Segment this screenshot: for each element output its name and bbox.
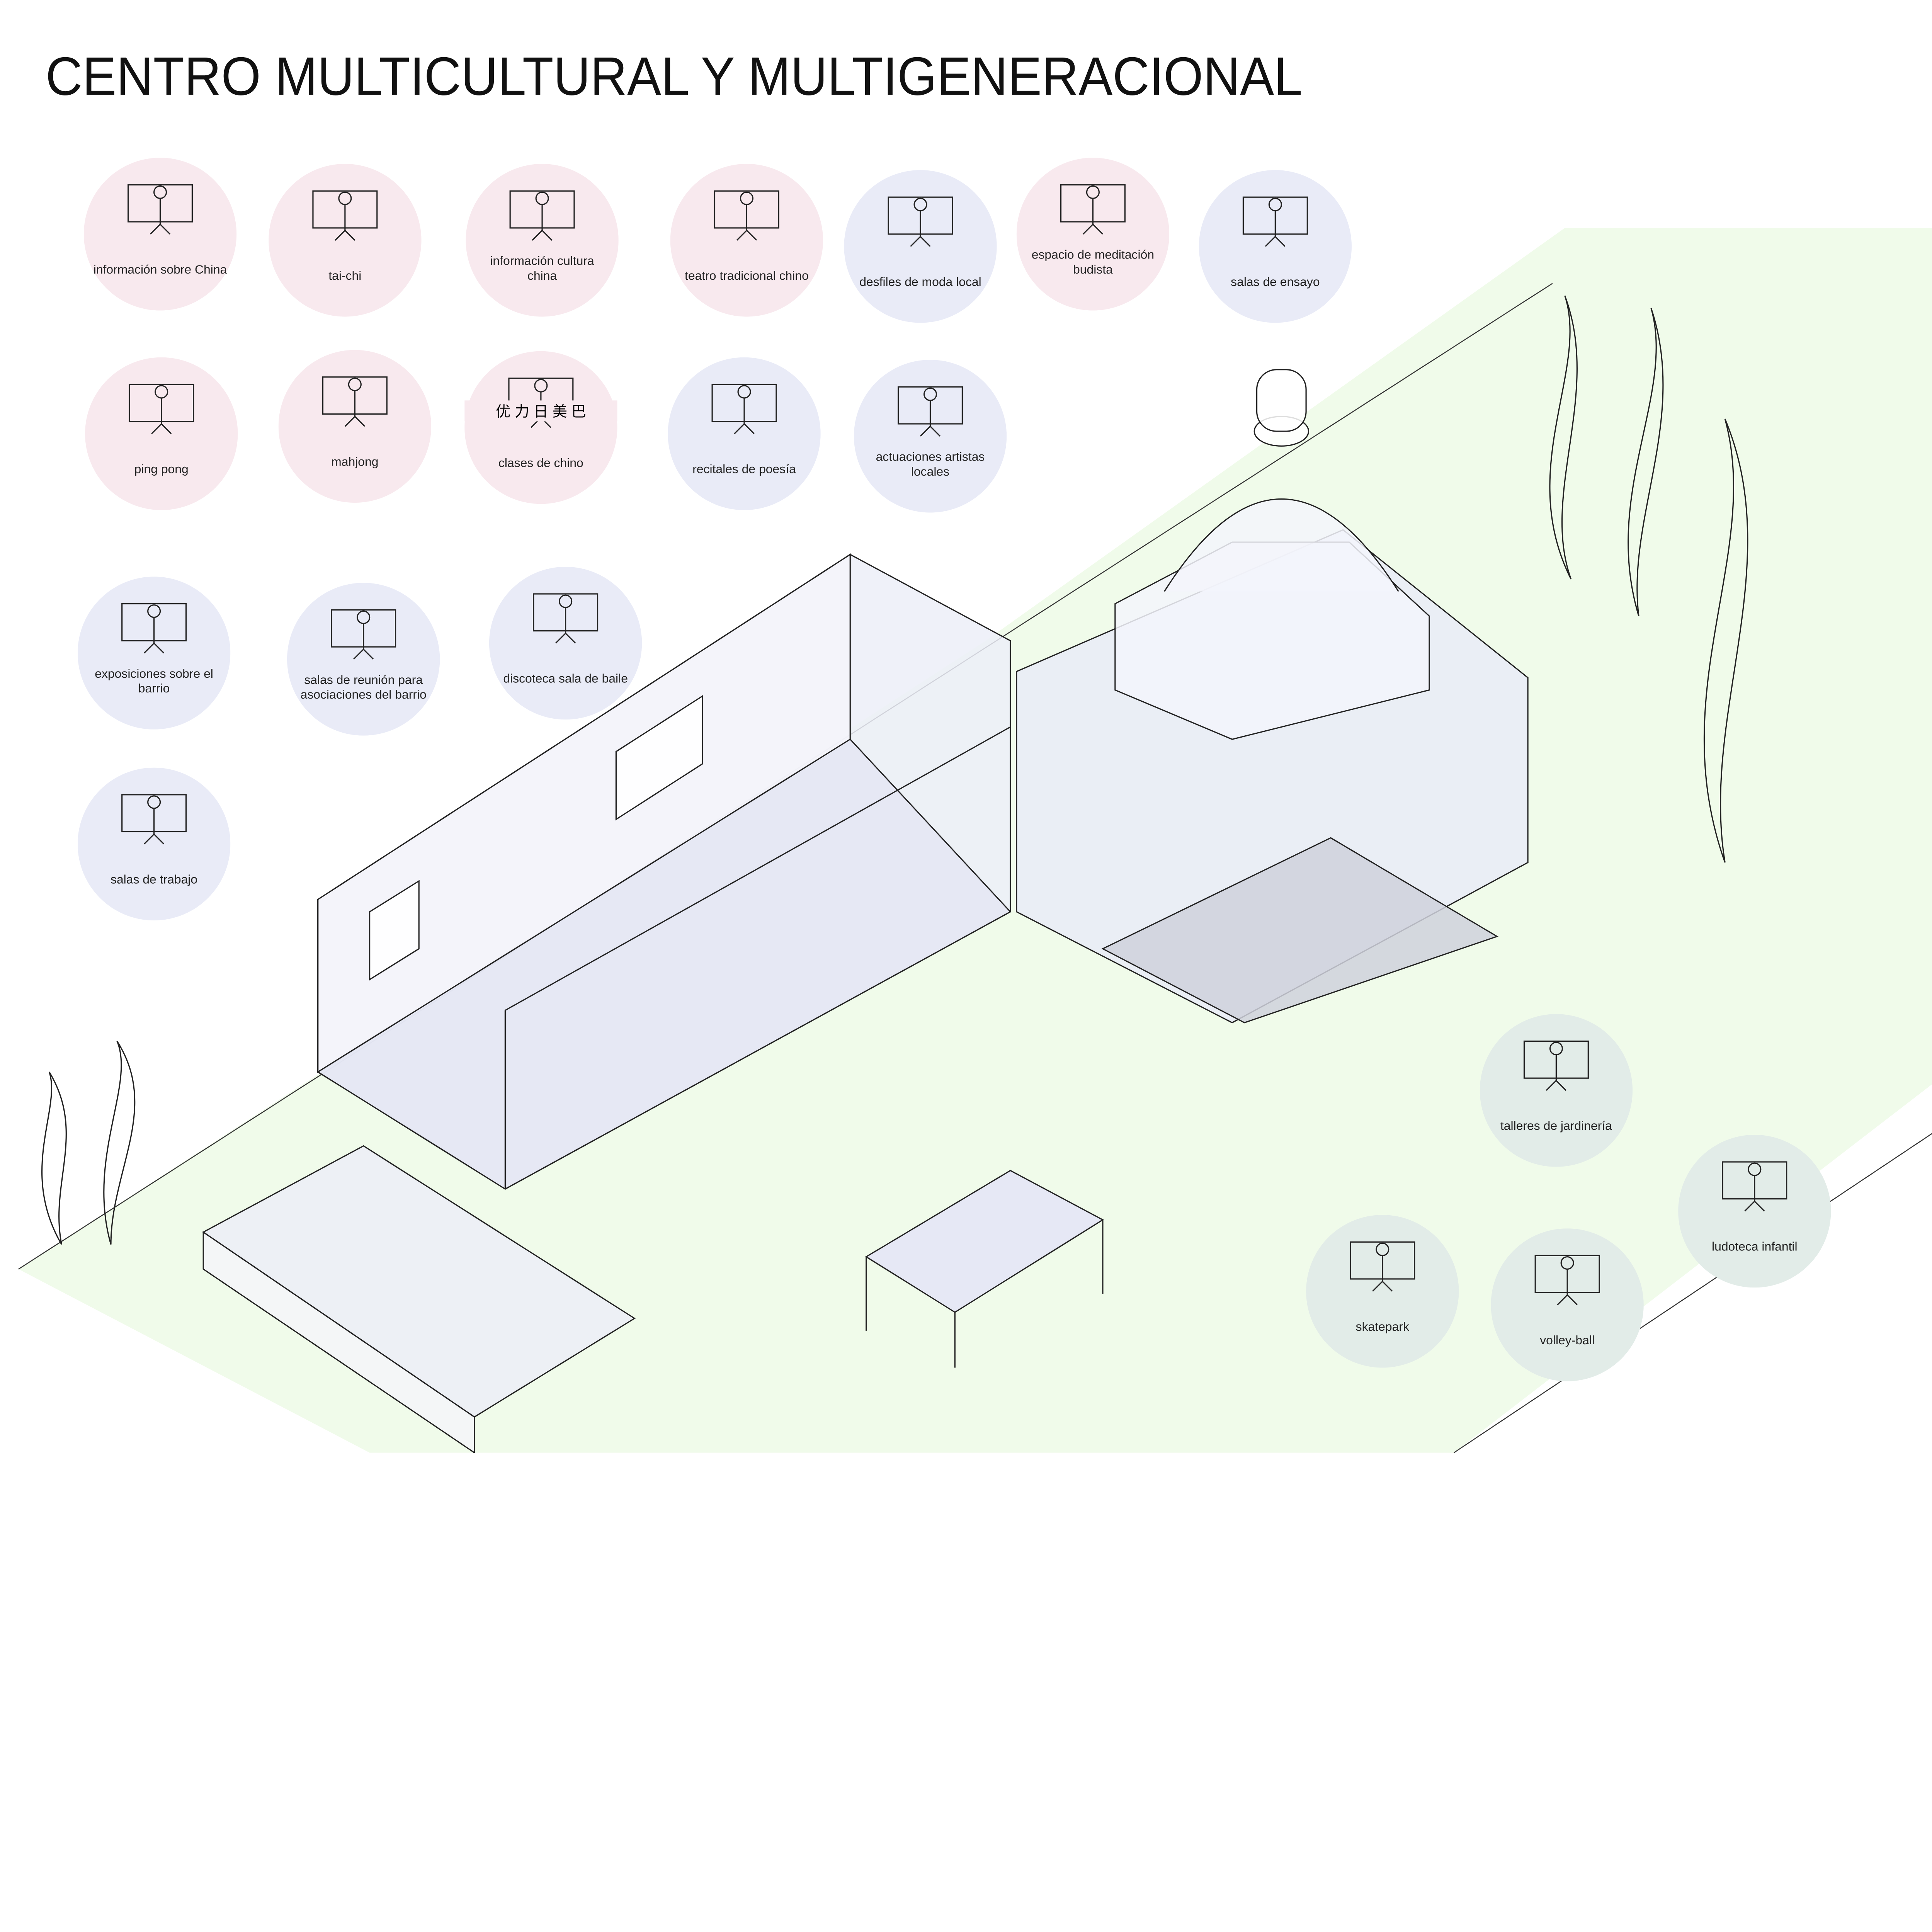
activity-label: discoteca sala de baile <box>503 673 628 687</box>
musicians-icon <box>1242 196 1308 247</box>
activity-label: información cultura china <box>490 255 594 284</box>
activity-label: volley-ball <box>1540 1334 1595 1348</box>
activity-label: actuaciones artistas locales <box>876 451 985 480</box>
activity-bubble: teatro tradicional chino <box>670 164 823 317</box>
activity-bubble: 优 力 日 美 巴 clases de chino <box>464 351 617 504</box>
activity-bubble: espacio de meditación budista <box>1016 158 1170 311</box>
activity-bubble: actuaciones artistas locales <box>854 360 1007 513</box>
activity-label: espacio de meditación budista <box>1031 249 1155 277</box>
activity-bubble: tai-chi <box>269 164 422 317</box>
page-title: CENTRO MULTICULTURAL Y MULTIGENERACIONAL <box>46 46 1303 107</box>
activity-label: recitales de poesía <box>692 463 796 477</box>
activity-bubble: mahjong <box>278 350 432 503</box>
long-hall-building <box>316 553 1012 1190</box>
info-kiosk-icon <box>509 190 575 241</box>
tai-chi-figures-icon <box>312 190 378 241</box>
activity-bubble: skatepark <box>1306 1215 1459 1368</box>
activity-bubble: información sobre China <box>83 158 237 311</box>
opera-masks-icon <box>714 190 779 241</box>
activity-label: desfiles de moda local <box>859 276 981 290</box>
chinese-characters-text: 优 力 日 美 巴 <box>464 400 617 422</box>
activity-bubble: desfiles de moda local <box>844 170 997 323</box>
guitarist-icon <box>898 386 963 437</box>
china-map-icon <box>128 184 193 235</box>
activity-label: salas de reunión para asociaciones del b… <box>300 674 427 702</box>
activity-label: mahjong <box>331 456 379 469</box>
work-table-icon <box>121 794 187 845</box>
trees <box>41 295 1748 1245</box>
activity-label: salas de trabajo <box>110 873 198 887</box>
child-reading-icon <box>1722 1161 1787 1212</box>
activity-label: teatro tradicional chino <box>684 270 809 284</box>
activity-bubble: información cultura china <box>466 164 619 317</box>
activity-label: talleres de jardinería <box>1500 1120 1612 1134</box>
activity-bubble: exposiciones sobre el barrio <box>77 577 231 730</box>
exhibition-icon <box>121 603 187 654</box>
activity-label: salas de ensayo <box>1231 276 1320 290</box>
activity-bubble: discoteca sala de baile <box>489 566 642 720</box>
activity-bubble: ping pong <box>85 357 238 510</box>
activity-bubble: talleres de jardinería <box>1480 1014 1633 1167</box>
activity-bubble: ludoteca infantil <box>1678 1134 1831 1288</box>
half-pipe-icon <box>1350 1241 1415 1292</box>
disco-ball-icon <box>533 593 599 644</box>
ping-pong-table-icon <box>129 384 194 434</box>
activity-label: skatepark <box>1355 1321 1409 1335</box>
activity-label: tai-chi <box>328 270 362 284</box>
activity-bubble: salas de reunión para asociaciones del b… <box>287 583 440 736</box>
activity-label: información sobre China <box>93 264 227 277</box>
activity-label: clases de chino <box>498 457 583 471</box>
axonometric-drawing: CENTRO MULTICULTURAL Y MULTIGENERACIONAL… <box>18 46 1932 1453</box>
meeting-table-icon <box>331 609 396 660</box>
activity-bubble: recitales de poesía <box>668 357 821 510</box>
activity-label: ping pong <box>134 463 189 477</box>
mahjong-tiles-icon <box>322 376 388 427</box>
activity-label: exposiciones sobre el barrio <box>95 668 213 696</box>
poet-icon <box>711 384 777 434</box>
gardener-icon <box>1523 1040 1589 1091</box>
catwalk-icon <box>888 196 953 247</box>
activity-bubble: salas de ensayo <box>1199 170 1352 323</box>
activity-bubble: salas de trabajo <box>77 767 231 921</box>
chapel-building <box>1016 369 1529 1024</box>
site-edge-2 <box>1454 1133 1932 1453</box>
pavilion-canopy <box>865 1170 1104 1368</box>
activity-bubble: volley-ball <box>1491 1228 1644 1381</box>
activity-label: ludoteca infantil <box>1712 1241 1798 1255</box>
sports-box <box>202 1145 636 1453</box>
volleyball-court-icon <box>1534 1255 1600 1306</box>
activity-bubbles: información sobre China tai-chi informació… <box>77 158 1831 1381</box>
meditation-icon <box>1060 184 1126 235</box>
